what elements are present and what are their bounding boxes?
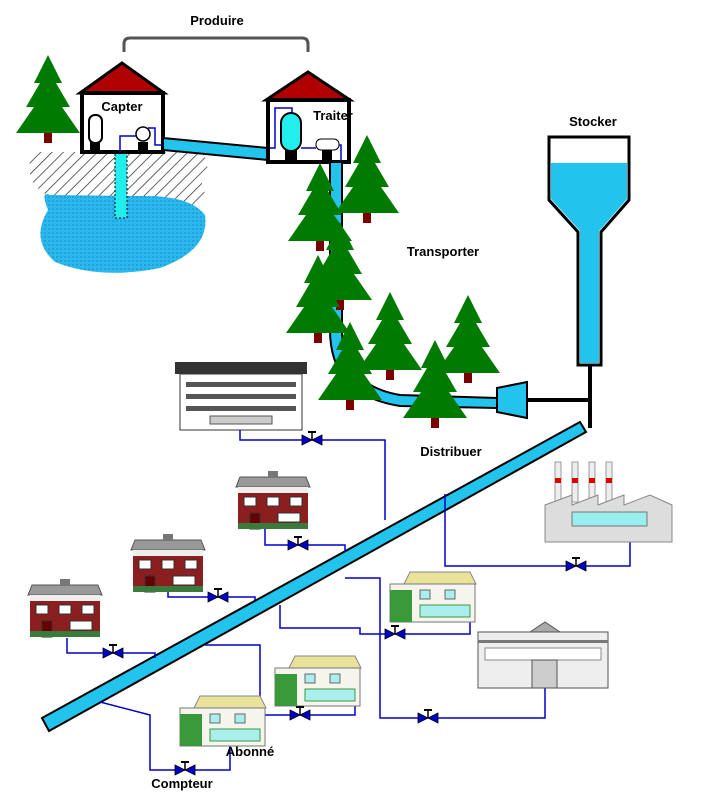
label-compteur: Compteur [151,776,212,791]
label-distribuer: Distribuer [420,444,481,459]
label-produire: Produire [190,13,243,28]
house-icon [235,470,311,530]
label-traiter: Traiter [313,108,353,123]
label-capter: Capter [101,99,142,114]
valve-icon [207,588,229,603]
office-building [175,362,307,431]
factory [544,461,673,543]
tree-icon [436,295,500,383]
tree-icon [16,55,80,143]
house-icon [130,533,206,593]
house-icon [27,578,103,638]
meter-valve-icon [174,761,196,776]
town-hall [477,621,609,689]
valve-icon [289,706,311,721]
booster-pump [496,380,528,420]
well [114,151,128,219]
label-stocker: Stocker [569,114,617,129]
treatment-station [261,70,355,164]
valve-icon [565,557,587,572]
villa-icon [389,571,477,623]
label-transporter: Transporter [407,244,479,259]
villa-icon [274,655,362,707]
label-abonne: Abonné [226,744,274,759]
water-tower [547,135,631,367]
produce-brace [122,36,310,52]
valve-icon [384,625,406,640]
subscriber-house [179,695,267,747]
valve-icon [102,644,124,659]
valve-icon [287,536,309,551]
capture-station [75,61,169,154]
distribution-main [40,420,588,733]
valve-icon [417,709,439,724]
pump-icon [135,126,151,142]
valve-icon [301,431,323,446]
lake [40,194,206,273]
